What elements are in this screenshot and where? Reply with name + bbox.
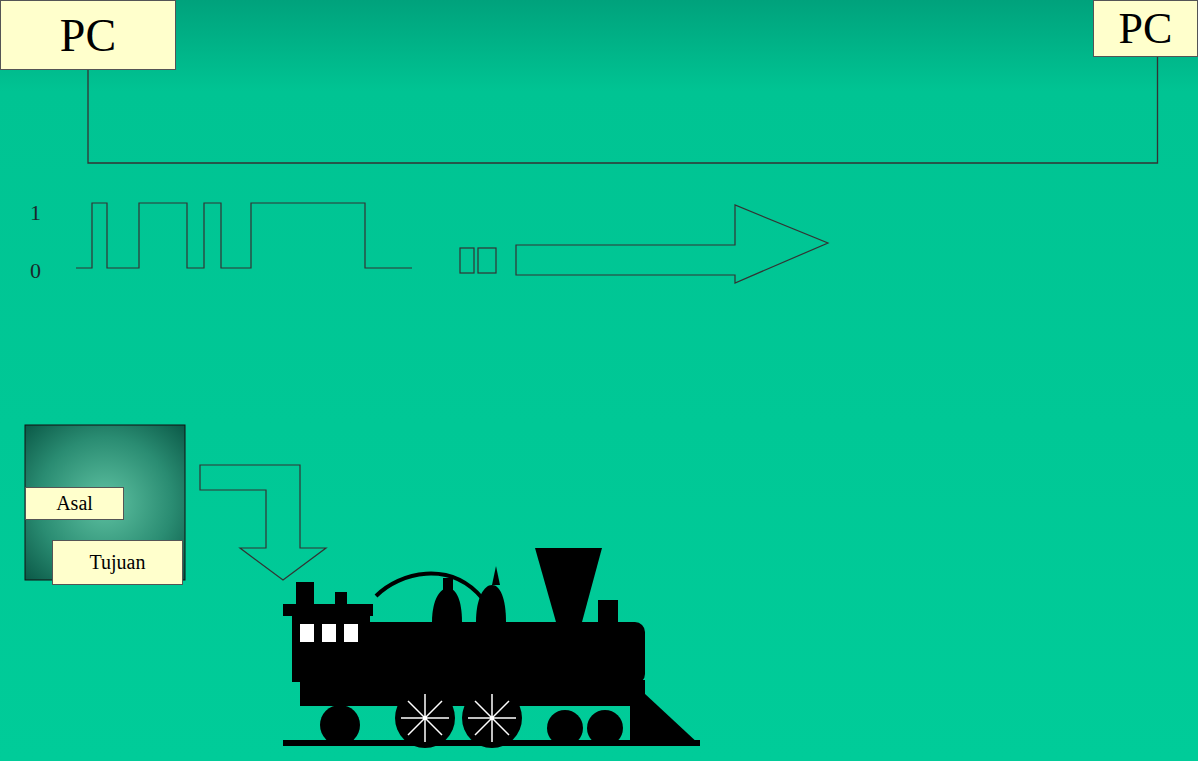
node-box: PC bbox=[1093, 0, 1198, 57]
wheel-spokes bbox=[401, 694, 516, 742]
node-text: Asal bbox=[56, 492, 93, 515]
locomotive-illustration bbox=[283, 548, 700, 748]
bit-block bbox=[478, 248, 496, 273]
bent-arrow bbox=[200, 465, 326, 580]
direction-arrow bbox=[516, 205, 828, 283]
digital-signal bbox=[76, 203, 412, 268]
connector-line bbox=[88, 57, 1158, 163]
node-box: Tujuan bbox=[52, 540, 183, 585]
cab-windows bbox=[300, 624, 358, 642]
node-box: Asal bbox=[25, 487, 124, 520]
node-box: PC bbox=[0, 0, 176, 70]
bit-block bbox=[460, 248, 474, 273]
node-text: PC bbox=[60, 9, 116, 62]
node-text: PC bbox=[1119, 3, 1173, 54]
signal-level: 0 bbox=[30, 258, 41, 284]
signal-level: 1 bbox=[30, 200, 41, 226]
node-text: Tujuan bbox=[90, 551, 146, 574]
